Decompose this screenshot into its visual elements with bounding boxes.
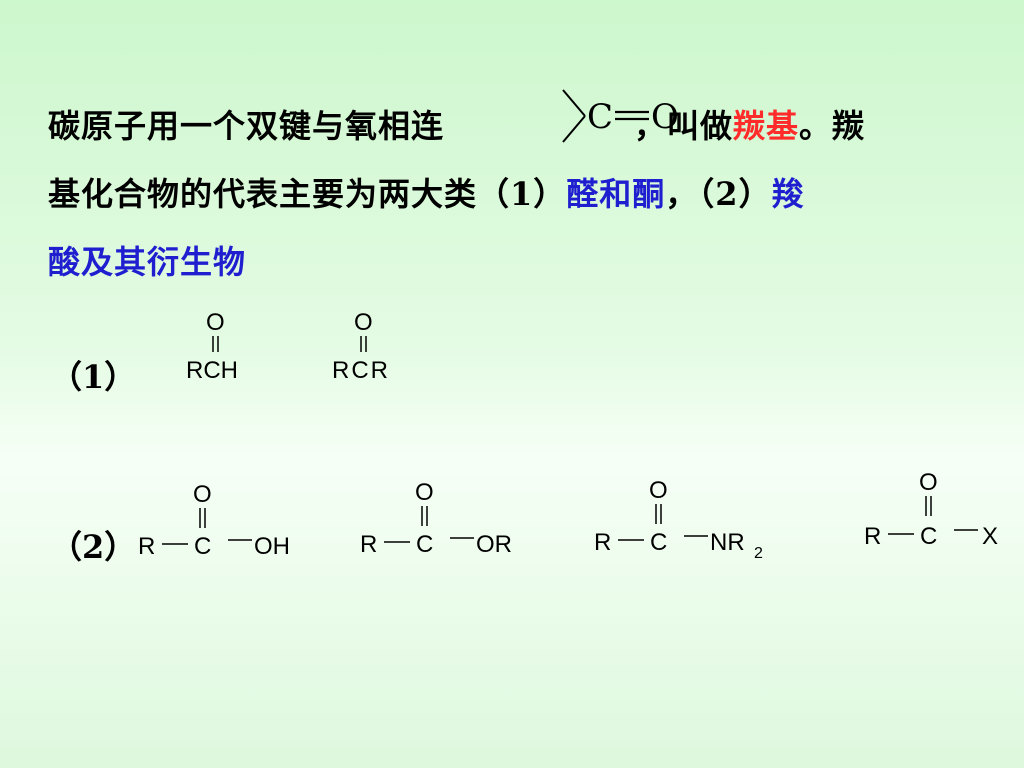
term-carboxylic: 羧 [771,175,805,213]
ester-substituent: OR [476,531,512,558]
paragraph-line-2: 基化合物的代表主要为两大类（1）醛和酮，（2）羧 [48,160,978,228]
acid-c: C [194,533,211,560]
group-2-label: （2） [50,528,137,566]
text-segment: 。羰 [799,107,866,145]
acid-r: R [138,533,155,560]
amide-subscript: 2 [754,545,763,562]
halide-r: R [864,523,881,550]
acid-oxygen: O [193,481,212,508]
ester-structure: O R C OR [360,472,540,567]
intro-paragraph: 碳原子用一个双键与氧相连 ，叫做羰基。羰 基化合物的代表主要为两大类（1）醛和酮，… [48,92,978,296]
amide-structure: O R C NR 2 [594,470,784,569]
carbonyl-structure: C O [562,89,679,143]
aldehyde-formula: RCH [186,357,238,384]
ester-r: R [360,531,377,558]
amide-substituent: NR [710,529,745,556]
term-carbonyl: 羰基 [733,107,800,145]
text-segment: ，（2） [665,175,772,213]
aldehyde-structure: O RCH [182,300,272,395]
text-segment: ，叫做 [634,107,734,145]
halide-c: C [920,523,937,550]
acyl-halide-structure: O R C X [864,464,1024,559]
ester-oxygen: O [415,479,434,506]
paragraph-line-1: 碳原子用一个双键与氧相连 ，叫做羰基。羰 [48,92,978,160]
paragraph-line-3: 酸及其衍生物 [48,228,978,296]
carbonyl-c: C [587,97,613,137]
acid-substituent: OH [254,533,290,560]
group-1-label: （1） [50,358,137,396]
halide-oxygen: O [919,469,938,496]
aldehyde-oxygen: O [206,309,225,336]
amide-r: R [594,529,611,556]
ketone-structure: O RCR [330,300,420,395]
term-acid-derivatives: 酸及其衍生物 [48,243,247,281]
halide-substituent: X [982,523,998,550]
amide-oxygen: O [649,477,668,504]
ketone-oxygen: O [354,309,373,336]
ketone-formula: RCR [332,357,390,384]
carbonyl-o: O [651,97,679,137]
text-segment: 基化合物的代表主要为两大类（1） [48,175,567,213]
text-segment: 碳原子用一个双键与氧相连 [48,107,445,145]
term-aldehyde-ketone: 醛和酮 [566,175,666,213]
ester-c: C [416,531,433,558]
amide-c: C [650,529,667,556]
acid-structure: O R C OH [138,474,318,569]
